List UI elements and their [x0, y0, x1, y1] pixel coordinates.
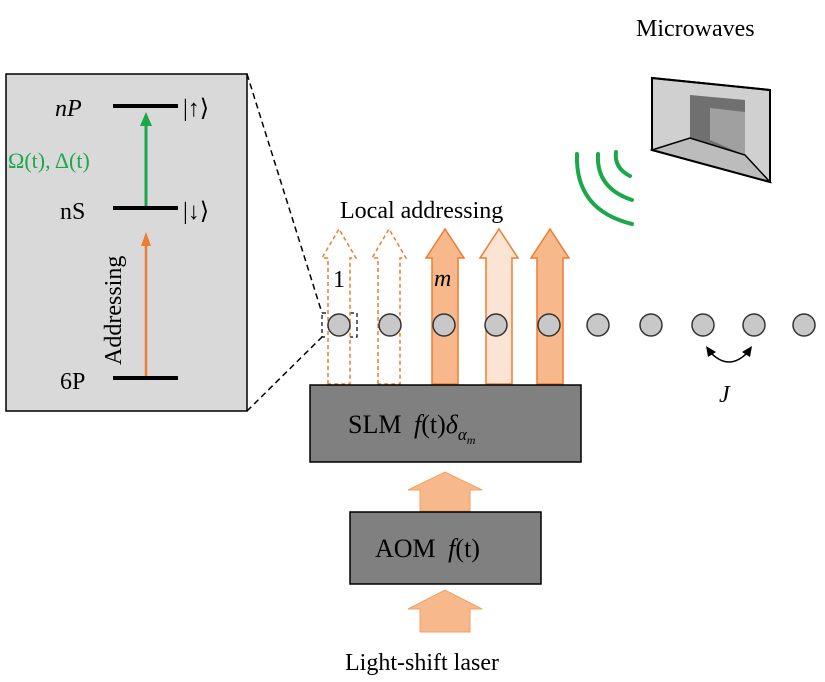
atom: [742, 313, 766, 337]
atom: [327, 313, 351, 337]
level-6P-label: 6P: [60, 369, 85, 395]
level-nS-label: nS: [60, 199, 85, 225]
addressing-label: Addressing: [101, 256, 127, 365]
beam-1: [320, 227, 358, 385]
aom-box: [349, 511, 542, 585]
atom: [432, 313, 456, 337]
slm-t: (t): [421, 410, 446, 439]
slm-label: SLM f(t)δαm: [348, 410, 476, 447]
aom-label: AOM f(t): [375, 534, 480, 563]
beam-arrow-laser-aom: [407, 589, 483, 633]
slm-name: SLM: [348, 410, 401, 439]
beam-1-label: 1: [333, 267, 345, 293]
coupling-label: J: [719, 382, 731, 408]
drive-label: Ω(t), Δ(t): [8, 148, 90, 173]
zoom-line-top: [246, 73, 323, 314]
microwave-horn-icon: [649, 76, 773, 184]
aom-name: AOM: [375, 534, 436, 563]
aom-t: (t): [455, 534, 480, 563]
beam-m: [424, 227, 466, 385]
atom: [792, 313, 816, 337]
local-addressing-label: Local addressing: [340, 198, 503, 224]
atom-chain: [327, 313, 816, 337]
coupling-arrow: [706, 346, 752, 363]
atom: [639, 313, 663, 337]
zoom-line-bottom: [246, 336, 323, 412]
atom: [537, 313, 561, 337]
ket-down-label: |↓⟩: [183, 199, 209, 225]
slm-m: m: [467, 433, 476, 447]
atom: [378, 313, 402, 337]
microwave-wave-icon: [574, 150, 634, 226]
beam-5: [529, 227, 571, 385]
beam-4: [478, 227, 520, 385]
level-diagram-panel: [5, 73, 248, 412]
ket-up-label: |↑⟩: [183, 96, 209, 122]
addressing-arrowhead: [141, 232, 151, 246]
atom: [586, 313, 610, 337]
beam-arrow-aom-slm: [407, 471, 483, 512]
atom: [484, 313, 508, 337]
slm-f: f: [414, 410, 425, 439]
atom: [691, 313, 715, 337]
drive-arrowhead: [140, 112, 152, 126]
microwaves-label: Microwaves: [636, 16, 755, 42]
beam-2: [370, 227, 408, 385]
aom-f: f: [448, 534, 459, 563]
slm-alpha: α: [458, 425, 468, 444]
level-nP-label: nP: [55, 96, 82, 122]
light-shift-laser-label: Light-shift laser: [345, 650, 499, 676]
slm-box: [309, 384, 582, 463]
beam-m-label: m: [434, 266, 451, 292]
slm-delta: δ: [446, 410, 459, 439]
